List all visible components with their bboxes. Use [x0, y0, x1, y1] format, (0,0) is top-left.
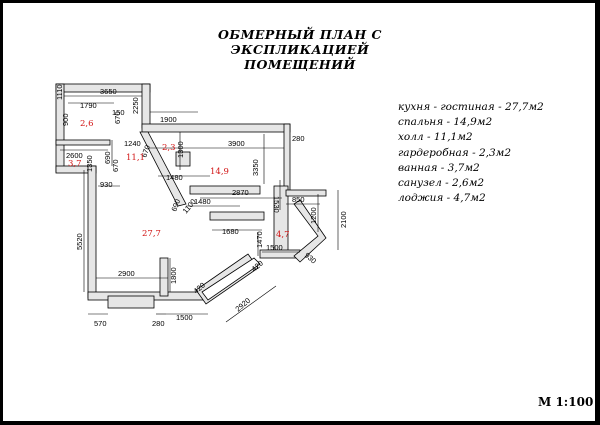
wall-diagonal-upper: [139, 131, 187, 207]
wall-column: [159, 257, 169, 297]
room-labels: 2,6 3,7 11,1 2,3 14,9 27,7 4,7: [68, 119, 290, 240]
wall-hall-mid: [209, 211, 265, 221]
plan-title-line1: ОБМЕРНЫЙ ПЛАН С ЭКСПЛИКАЦИЕЙ: [218, 27, 382, 57]
wall-bedroom-top: [141, 123, 291, 133]
wall-bath-divider: [55, 139, 111, 146]
dim-1480-lower: 1480: [194, 197, 211, 206]
legend-item: лоджия - 4,7м2: [398, 192, 486, 205]
plan-title-line2: ПОМЕЩЕНИЙ: [244, 57, 356, 72]
dim-1900: 1900: [160, 115, 177, 124]
wall-loggia-top: [285, 189, 327, 197]
dim-900: 900: [61, 113, 70, 126]
dim-850: 850: [292, 195, 305, 204]
room-label-wardrobe: 2,3: [162, 143, 176, 153]
dim-1530: 1530: [272, 196, 281, 213]
room-label-hall: 11,1: [126, 153, 145, 163]
room-label-bathroom: 3,7: [68, 159, 82, 169]
dim-570: 570: [94, 319, 107, 328]
dim-1300: 1300: [176, 141, 185, 158]
walls: [55, 83, 327, 309]
room-label-loggia: 4,7: [276, 230, 290, 240]
dim-5520: 5520: [75, 233, 84, 250]
legend-item: гардеробная - 2,3м2: [398, 146, 512, 159]
legend-item: санузел - 2,6м2: [398, 177, 485, 190]
dim-930-left: 930: [100, 180, 113, 189]
dim-690: 690: [103, 151, 112, 164]
drawing-paper: [3, 3, 595, 421]
dim-670-b: 670: [111, 159, 120, 172]
window-bottom: [107, 295, 155, 309]
room-label-bedroom: 14,9: [210, 167, 229, 177]
dim-2250: 2250: [131, 97, 140, 114]
dim-1240: 1240: [124, 139, 141, 148]
wall-left-lower: [87, 165, 97, 299]
scale-label: М 1:100: [538, 395, 594, 409]
dim-1470: 1470: [255, 231, 264, 248]
wall-bedroom-bottom: [189, 185, 261, 195]
wall-bath-right: [141, 83, 151, 129]
room-label-kitchen-living: 27,7: [142, 229, 161, 239]
room-legend: кухня - гостиная - 27,7м2 спальня - 14,9…: [398, 100, 544, 206]
dim-1350: 1350: [85, 155, 94, 172]
dim-1500-bottom: 1500: [176, 313, 193, 322]
dim-670-c: 670: [139, 144, 152, 159]
dim-1680: 1680: [222, 227, 239, 236]
room-label-toilet: 2,6: [80, 119, 94, 129]
dim-690-b: 690: [169, 198, 182, 213]
wall-wardrobe-box: [175, 151, 191, 167]
window-diagonal: [201, 257, 261, 301]
plan-title: ОБМЕРНЫЙ ПЛАН С ЭКСПЛИКАЦИЕЙ ПОМЕЩЕНИЙ: [150, 27, 450, 72]
dim-1500-right: 1500: [266, 243, 283, 252]
dim-1200: 1200: [309, 207, 318, 224]
dim-1480-upper: 1480: [166, 173, 183, 182]
dim-1800: 1800: [169, 267, 178, 284]
dim-3650: 3650: [100, 87, 117, 96]
dimension-lines: [60, 95, 339, 323]
dim-670-a: 670: [113, 111, 122, 124]
dim-3350: 3350: [251, 159, 260, 176]
dim-1790: 1790: [80, 101, 97, 110]
dim-150: 150: [112, 108, 125, 117]
dim-2920: 2920: [234, 296, 253, 314]
dim-2870: 2870: [232, 188, 249, 197]
dim-3900: 3900: [228, 139, 245, 148]
dim-2900: 2900: [118, 269, 135, 278]
legend-item: спальня - 14,9м2: [398, 116, 493, 129]
dim-280-top: 280: [292, 134, 305, 143]
dim-2600: 2600: [66, 151, 83, 160]
dim-2100: 2100: [339, 211, 348, 228]
legend-item: ванная - 3,7м2: [398, 161, 480, 174]
legend-item: холл - 11,1м2: [398, 131, 473, 144]
wall-bedroom-right: [283, 123, 291, 195]
dim-280-bottom: 280: [152, 319, 165, 328]
dim-1110: 1110: [55, 84, 64, 100]
legend-item: кухня - гостиная - 27,7м2: [398, 101, 544, 113]
